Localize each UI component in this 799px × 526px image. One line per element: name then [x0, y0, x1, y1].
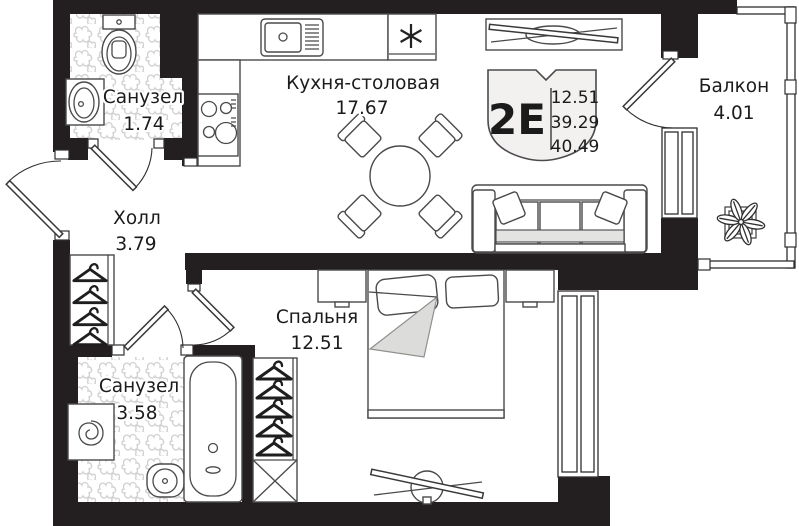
nightstand-left: [317, 269, 367, 308]
kitchen-sink-icon: [260, 18, 324, 57]
bathroom-bottom-area: 3.58: [116, 403, 157, 424]
bathroom-top-door: [90, 144, 153, 192]
tv-cabinet: [485, 18, 623, 51]
balcony-area: 4.01: [713, 103, 754, 124]
snowflake-icon: [400, 24, 422, 48]
pillow-icon: [594, 191, 628, 225]
unit-area-3: 40.49: [551, 137, 600, 157]
nightstand-right: [505, 269, 555, 308]
dining-table: [336, 112, 464, 240]
shelf-box-icon: [252, 459, 298, 503]
stove-icon: [197, 93, 239, 157]
unit-area-2: 39.29: [551, 113, 600, 133]
bedroom-area: 12.51: [291, 333, 344, 354]
entrance-door: [5, 160, 64, 239]
table-top: [369, 145, 431, 207]
balcony-door: [622, 57, 676, 129]
hall-wardrobe: [69, 254, 115, 347]
bedroom-tv: [369, 468, 485, 505]
bed: [367, 269, 505, 419]
room-labels: Санузел 1.74 Кухня-столовая 17.67 Балкон…: [97, 71, 772, 427]
bedroom-name: Спальня: [276, 307, 358, 328]
washing-machine-icon: [67, 403, 115, 461]
unit-badge-shape: [487, 69, 597, 162]
bedroom-window: [557, 290, 599, 478]
hall-area: 3.79: [115, 234, 156, 255]
washbasin-icon: [65, 78, 105, 126]
pillow-icon: [444, 274, 500, 309]
balcony-name: Балкон: [699, 76, 769, 97]
bathroom-top-name: Санузел: [103, 87, 183, 108]
kitchen-area: 17.67: [336, 98, 389, 119]
unit-badge: 2Е 12.51 39.29 40.49: [487, 69, 600, 162]
living-room-window: [661, 127, 698, 219]
blanket-fold: [368, 295, 438, 358]
pedestal-sink-icon: [146, 463, 185, 498]
tv-icon: [488, 23, 619, 44]
bathtub-icon: [183, 355, 243, 503]
plant-icon: [716, 198, 766, 246]
unit-type-label: 2Е: [488, 95, 546, 144]
tv-icon: [369, 468, 485, 500]
toilet-icon: [101, 14, 137, 75]
unit-area-1: 12.51: [551, 88, 600, 108]
pillow-icon: [492, 191, 526, 225]
kitchen-name: Кухня-столовая: [286, 73, 440, 94]
sofa: [471, 184, 648, 254]
balcony-envelope: [697, 6, 797, 271]
walls: [53, 0, 737, 526]
bathroom-top-area: 1.74: [123, 114, 164, 135]
bedroom-door: [191, 288, 236, 346]
hall-name: Холл: [113, 208, 161, 229]
bathroom-bottom-door: [123, 304, 184, 351]
bathroom-bottom-name: Санузел: [99, 376, 179, 397]
fridge-icon: [387, 13, 437, 61]
bedroom-wardrobe: [252, 357, 298, 503]
